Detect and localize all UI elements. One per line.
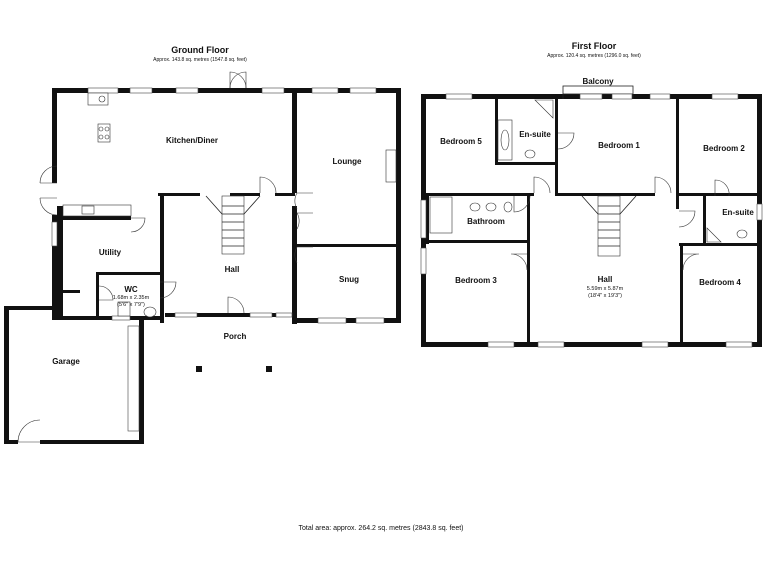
hall-dimensions-metric: 5.59m x 5.87m [587,286,624,292]
room-label-hall: Hall [225,265,240,274]
room-label-bathroom: Bathroom [467,217,505,226]
room-label-porch: Porch [224,332,247,341]
first-floor-fixtures [429,99,748,257]
ground-floor-plan: Ground Floor Approx. 143.8 sq. metres (1… [4,45,401,444]
ground-floor-doors [17,71,313,443]
ground-floor-fixtures [62,92,397,318]
ground-floor-title: Ground Floor [171,45,229,55]
ground-floor-area: Approx. 143.8 sq. metres (1547.8 sq. fee… [153,57,247,63]
first-floor-area: Approx. 120.4 sq. metres (1296.0 sq. fee… [547,53,641,59]
room-label-garage: Garage [52,357,80,366]
room-label-lounge: Lounge [333,157,362,166]
first-floor-title: First Floor [572,41,617,51]
room-label-balcony: Balcony [582,77,614,86]
room-label-bedroom-1: Bedroom 1 [598,141,640,150]
room-label-bedroom-4: Bedroom 4 [699,278,741,287]
first-floor-plan: First Floor Approx. 120.4 sq. metres (12… [420,41,763,348]
room-label-bedroom-5: Bedroom 5 [440,137,482,146]
ground-floor-walls [4,88,401,444]
room-label-kitchen-diner: Kitchen/Diner [166,136,218,145]
room-label-ensuite-2: En-suite [722,208,754,217]
wc-dimensions-imperial: (5'6" x 7'9") [117,302,145,308]
room-label-bedroom-3: Bedroom 3 [455,276,497,285]
wc-dimensions-metric: 1.68m x 2.35m [113,295,150,301]
total-area: Total area: approx. 264.2 sq. metres (28… [299,525,464,532]
room-label-wc: WC [124,285,138,294]
hall-dimensions-imperial: (18'4" x 19'3") [588,293,622,299]
room-label-snug: Snug [339,275,359,284]
room-label-ensuite-1: En-suite [519,130,551,139]
room-label-utility: Utility [99,248,122,257]
ground-floor-windows [51,87,385,432]
room-label-first-hall: Hall [598,275,613,284]
first-floor-windows [420,93,763,348]
first-floor-doors [510,132,730,271]
room-label-bedroom-2: Bedroom 2 [703,144,745,153]
